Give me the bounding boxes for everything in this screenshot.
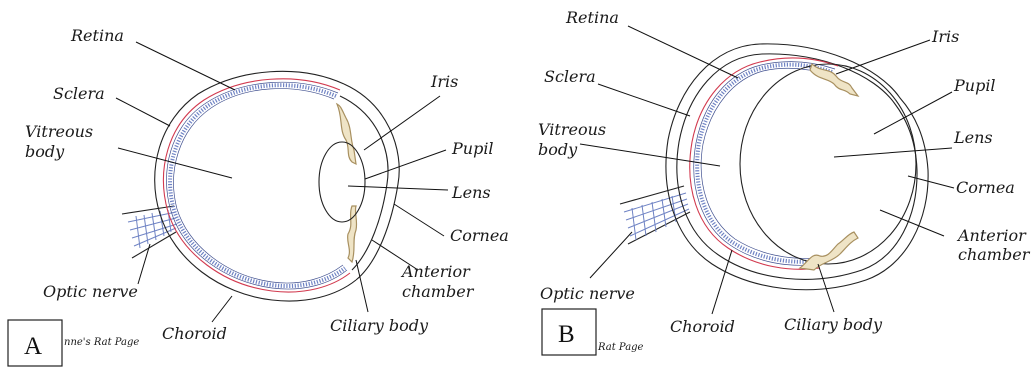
label-vitreous-a: Vitreous — [25, 122, 93, 141]
label-cornea-b: Cornea — [956, 178, 1015, 197]
label-vitreous-body-b: body — [538, 140, 578, 159]
label-retina-b: Retina — [565, 8, 619, 27]
panel-b: Retina Iris Sclera Pupil Vitreous body L… — [538, 8, 1031, 355]
label-iris-a: Iris — [430, 72, 458, 91]
label-anterior-a: Anterior — [400, 262, 471, 281]
label-vitreous-b: Vitreous — [538, 120, 606, 139]
label-ciliary-body-a: Ciliary body — [330, 316, 429, 335]
label-pupil-b: Pupil — [953, 76, 996, 95]
panel-letter-a: A — [24, 333, 42, 360]
label-pupil-a: Pupil — [451, 139, 494, 158]
label-chamber-a: chamber — [402, 282, 475, 301]
label-optic-nerve-b: Optic nerve — [540, 284, 635, 303]
label-anterior-b: Anterior — [956, 226, 1027, 245]
lens-a — [319, 142, 365, 222]
label-retina-a: Retina — [70, 26, 124, 45]
label-optic-nerve-a: Optic nerve — [43, 282, 138, 301]
panel-a: Retina Sclera Vitreous body Iris Pupil L… — [8, 26, 509, 366]
credit-b: Rat Page — [597, 342, 644, 353]
iris-a — [337, 104, 356, 164]
label-choroid-b: Choroid — [670, 317, 735, 336]
label-iris-b: Iris — [931, 27, 959, 46]
lens-b — [740, 64, 916, 264]
choroid-layer-a — [164, 79, 351, 292]
choroid-layer-b — [690, 58, 838, 269]
label-chamber-b: chamber — [958, 245, 1031, 264]
label-sclera-a: Sclera — [53, 84, 105, 103]
label-lens-a: Lens — [451, 183, 491, 202]
label-choroid-a: Choroid — [162, 324, 227, 343]
credit-a: nne's Rat Page — [64, 337, 139, 348]
panel-letter-b: B — [558, 321, 575, 348]
label-ciliary-body-b: Ciliary body — [784, 315, 883, 334]
leader-lines-b — [580, 26, 954, 314]
label-sclera-b: Sclera — [544, 67, 596, 86]
label-cornea-a: Cornea — [450, 226, 509, 245]
label-vitreous-body-a: body — [25, 142, 65, 161]
sclera-a — [155, 71, 356, 301]
label-lens-b: Lens — [953, 128, 993, 147]
